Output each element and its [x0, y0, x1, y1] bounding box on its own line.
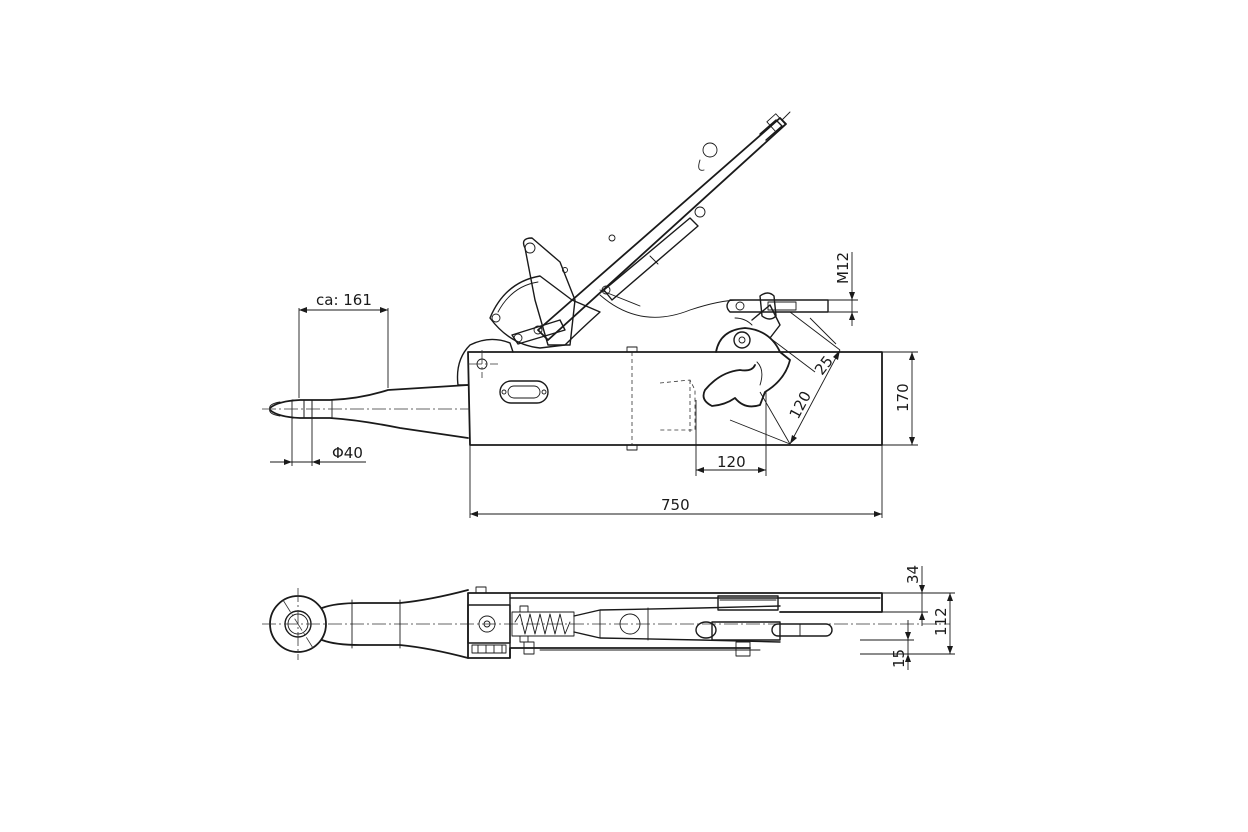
dim-d40: Φ40 — [332, 444, 363, 462]
dim-112: 112 — [932, 607, 950, 636]
dim-25: 25 — [811, 352, 837, 378]
dim-15: 15 — [890, 649, 908, 668]
draw-bar — [269, 384, 469, 409]
brake-cable — [599, 294, 741, 318]
dim-34: 34 — [904, 565, 922, 584]
ratchet-segment — [489, 275, 601, 349]
side-view — [262, 111, 883, 451]
coupling-head — [702, 327, 791, 408]
coupling-head-top — [717, 595, 779, 611]
brake-rod-top — [573, 605, 781, 643]
brake-lever-main — [537, 117, 787, 341]
dim-120-horiz: 120 — [717, 453, 746, 471]
brand-plate — [499, 380, 549, 404]
dim-170: 170 — [894, 383, 912, 412]
housing-top — [467, 592, 883, 659]
lever-ring — [702, 142, 718, 158]
top-dimensions: 34 112 15 — [860, 565, 955, 670]
dim-ca161: ca: 161 — [316, 291, 372, 309]
coupling-pivot — [733, 331, 751, 349]
safety-lever — [726, 299, 829, 313]
dim-m12: M12 — [834, 252, 852, 284]
draw-bar-top — [321, 589, 469, 609]
top-view — [262, 586, 950, 660]
hinge-block — [456, 338, 514, 386]
dim-750: 750 — [661, 496, 690, 514]
gas-spring — [603, 217, 699, 301]
inner-buffer — [659, 379, 696, 431]
damper-spring — [514, 613, 571, 635]
side-dimensions: ca: 161 Φ40 M12 25 120 120 — [270, 252, 918, 518]
